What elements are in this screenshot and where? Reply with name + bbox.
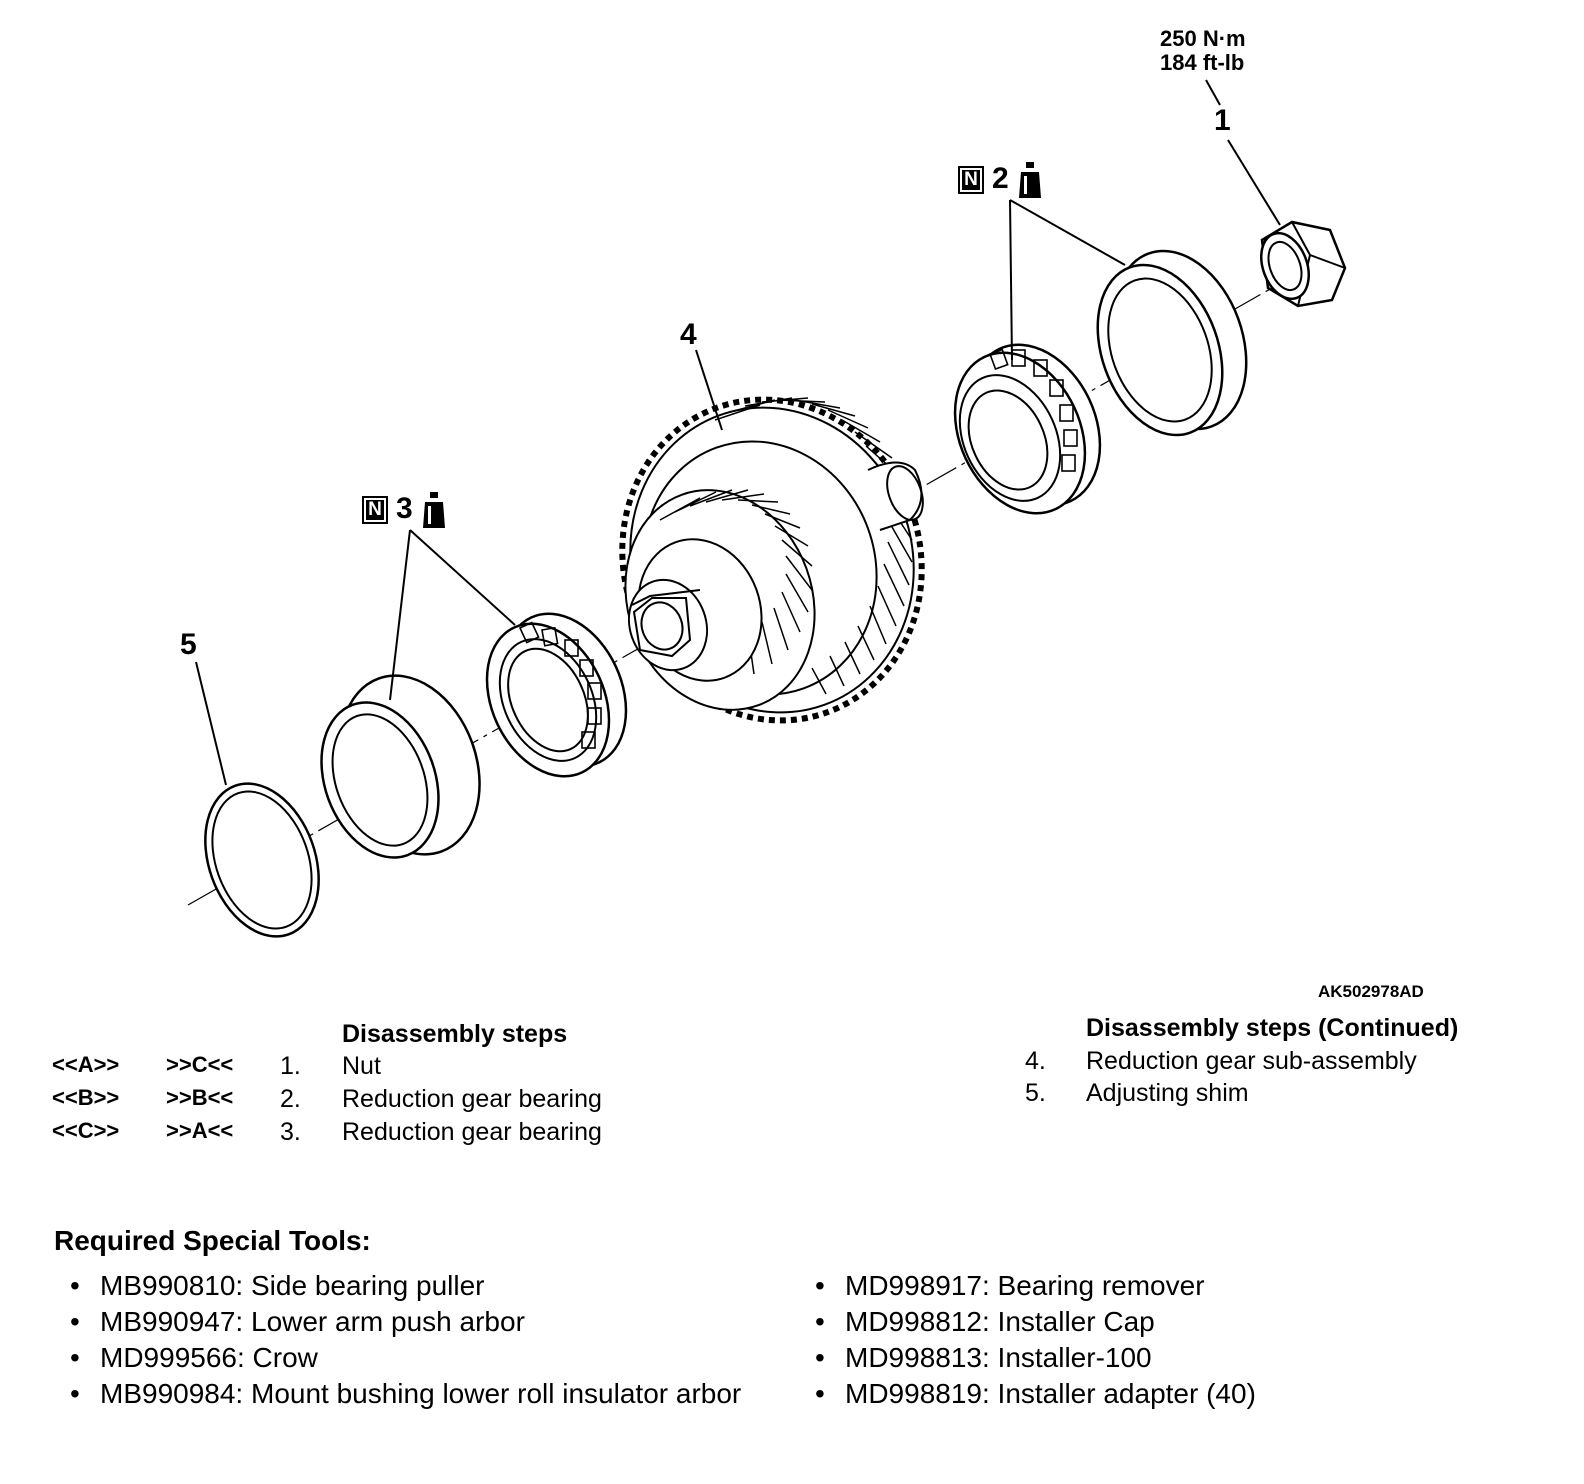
torque-ftlb: 184 ft-lb (1160, 50, 1245, 75)
bearing-cup-part-2 (1096, 249, 1248, 437)
tools-list-right: MD998917: Bearing remover MD998812: Inst… (797, 1268, 1497, 1412)
step-label: Nut (342, 1052, 381, 1080)
install-ref: >>B<< (166, 1085, 234, 1110)
leader-line-2b (1009, 199, 1126, 266)
new-part-icon: N (362, 496, 388, 525)
bearing-cone-part-3 (485, 612, 628, 778)
callout-3: 3 (396, 492, 413, 525)
tool-item: MD998917: Bearing remover (797, 1268, 1497, 1304)
callout-1: 1 (1214, 104, 1231, 137)
step-row: 4. Reduction gear sub-assembly (0, 1047, 1584, 1079)
reduction-gear-part (619, 396, 925, 724)
removal-ref: <<B>> (52, 1085, 120, 1110)
step-number: 4. (1025, 1047, 1046, 1075)
tool-item: MB990984: Mount bushing lower roll insul… (52, 1376, 752, 1412)
new-part-icon: N (958, 166, 984, 195)
tool-item: MD999566: Crow (52, 1340, 752, 1376)
tool-item: MB990947: Lower arm push arbor (52, 1304, 752, 1340)
removal-ref: <<A>> (52, 1052, 120, 1077)
torque-nm: 250 N·m (1160, 26, 1246, 51)
grease-icon (1018, 162, 1041, 199)
step-label: Adjusting shim (1086, 1079, 1249, 1107)
adjusting-shim-part (204, 782, 320, 938)
callout-5: 5 (180, 628, 197, 661)
leader-line-3b (409, 529, 516, 626)
leader-line-2a (1009, 199, 1013, 361)
step-number: 5. (1025, 1079, 1046, 1107)
callout-4: 4 (680, 318, 697, 351)
bearing-cone-part-2 (953, 343, 1102, 515)
step-label: Reduction gear sub-assembly (1086, 1047, 1417, 1075)
leader-line-1b (1227, 139, 1281, 226)
nut-part (1260, 220, 1347, 308)
step-number: 2. (280, 1085, 301, 1113)
leader-line-4 (695, 349, 723, 431)
tool-item: MD998813: Installer-100 (797, 1340, 1497, 1376)
exploded-diagram (187, 79, 1347, 938)
leader-line-1 (1205, 79, 1221, 106)
removal-ref: <<C>> (52, 1118, 120, 1143)
tool-item: MD998812: Installer Cap (797, 1304, 1497, 1340)
step-number: 1. (280, 1052, 301, 1080)
install-ref: >>A<< (166, 1118, 234, 1143)
tool-item: MB990810: Side bearing puller (52, 1268, 752, 1304)
torque-spec: 250 N·m 184 ft-lb (1160, 27, 1246, 75)
step-number: 3. (280, 1118, 301, 1146)
steps-heading: Disassembly steps (342, 1020, 568, 1048)
tools-list-left: MB990810: Side bearing puller MB990947: … (52, 1268, 752, 1412)
figure-id: AK502978AD (1318, 982, 1424, 1001)
step-label: Reduction gear bearing (342, 1118, 602, 1146)
callout-2: 2 (992, 162, 1009, 195)
step-label: Reduction gear bearing (342, 1085, 602, 1113)
install-ref: >>C<< (166, 1052, 234, 1077)
leader-line-3a (389, 529, 411, 701)
tool-item: MD998819: Installer adapter (40) (797, 1376, 1497, 1412)
step-row: <<B>> >>B<< 2. Reduction gear bearing (0, 1085, 700, 1117)
step-row: <<A>> >>C<< 1. Nut (0, 1052, 700, 1084)
leader-line-5 (195, 661, 227, 786)
tools-title: Required Special Tools: (54, 1225, 371, 1256)
bearing-cup-part-3 (320, 674, 481, 859)
step-row: 5. Adjusting shim (0, 1079, 1584, 1111)
grease-icon (422, 492, 445, 529)
steps-continued-heading: Disassembly steps (Continued) (1086, 1014, 1459, 1042)
step-row: <<C>> >>A<< 3. Reduction gear bearing (0, 1118, 700, 1150)
